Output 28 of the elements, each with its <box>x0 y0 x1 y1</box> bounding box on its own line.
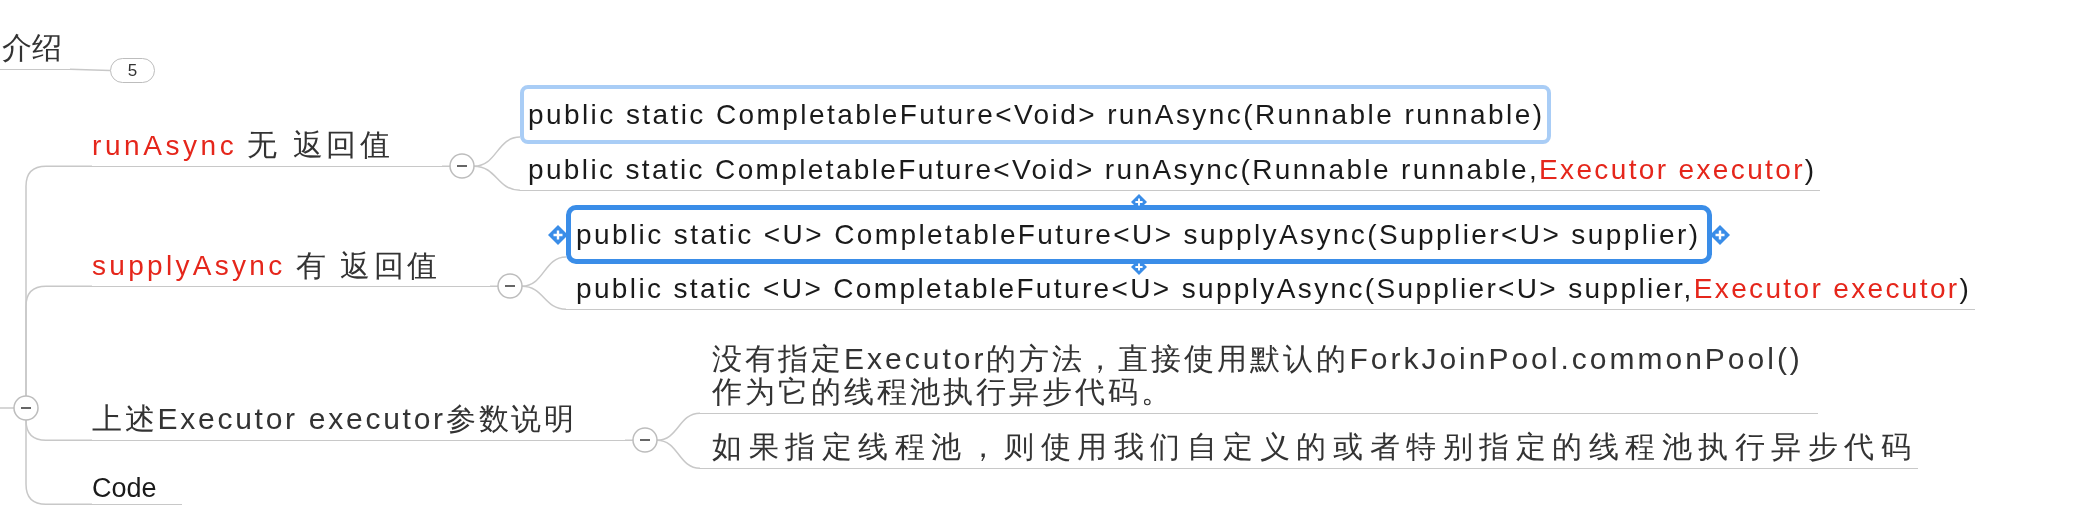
method-signature: ) <box>1804 154 1817 186</box>
method-signature: public static <U> CompletableFuture<U> supplyAsync(Supplier<U> supplier, <box>576 273 1694 305</box>
highlighted-text: runAsync <box>92 129 238 162</box>
topic-text: 介绍 <box>2 30 62 66</box>
focused-topic-box <box>566 205 1712 264</box>
connector-line <box>0 407 15 409</box>
method-signature: public static CompletableFuture<Void> runAsync(Runnable runnable) <box>528 98 1545 131</box>
method-signature: public static CompletableFuture<Void> runAsync(Runnable runnable, <box>528 154 1540 186</box>
method-signature: public static <U> CompletableFuture<U> supplyAsync(Supplier<U> supplier) <box>576 218 1701 251</box>
highlighted-text: Executor executor <box>1539 154 1805 186</box>
topic-text: 有 返回值 <box>295 247 441 284</box>
connector-line <box>69 68 111 72</box>
collapse-circle <box>13 395 39 421</box>
highlighted-text: Executor executor <box>1693 273 1960 305</box>
topic-text: 上述Executor executor参数说明 <box>92 400 577 437</box>
topic-text: 无 返回值 <box>247 127 394 163</box>
selected-topic-box <box>520 85 1551 144</box>
connector-line <box>25 419 93 505</box>
collapse-circle <box>497 273 523 300</box>
collapse-circle <box>449 153 475 180</box>
topic-text: 没有指定Executor的方法，直接使用默认的ForkJoinPool.commonPool()作为它的线程池执行异步代码。 <box>712 341 1804 408</box>
count-badge: 5 <box>110 58 155 83</box>
highlighted-text: supplyAsync <box>92 250 286 282</box>
connector-line <box>25 285 93 397</box>
topic-text: Code <box>92 473 157 504</box>
topic-text: 如果指定线程池，则使用我们自定义的或者特别指定的线程池执行异步代码 <box>712 429 1918 465</box>
method-signature: ) <box>1959 273 1972 305</box>
collapse-circle <box>632 427 658 454</box>
